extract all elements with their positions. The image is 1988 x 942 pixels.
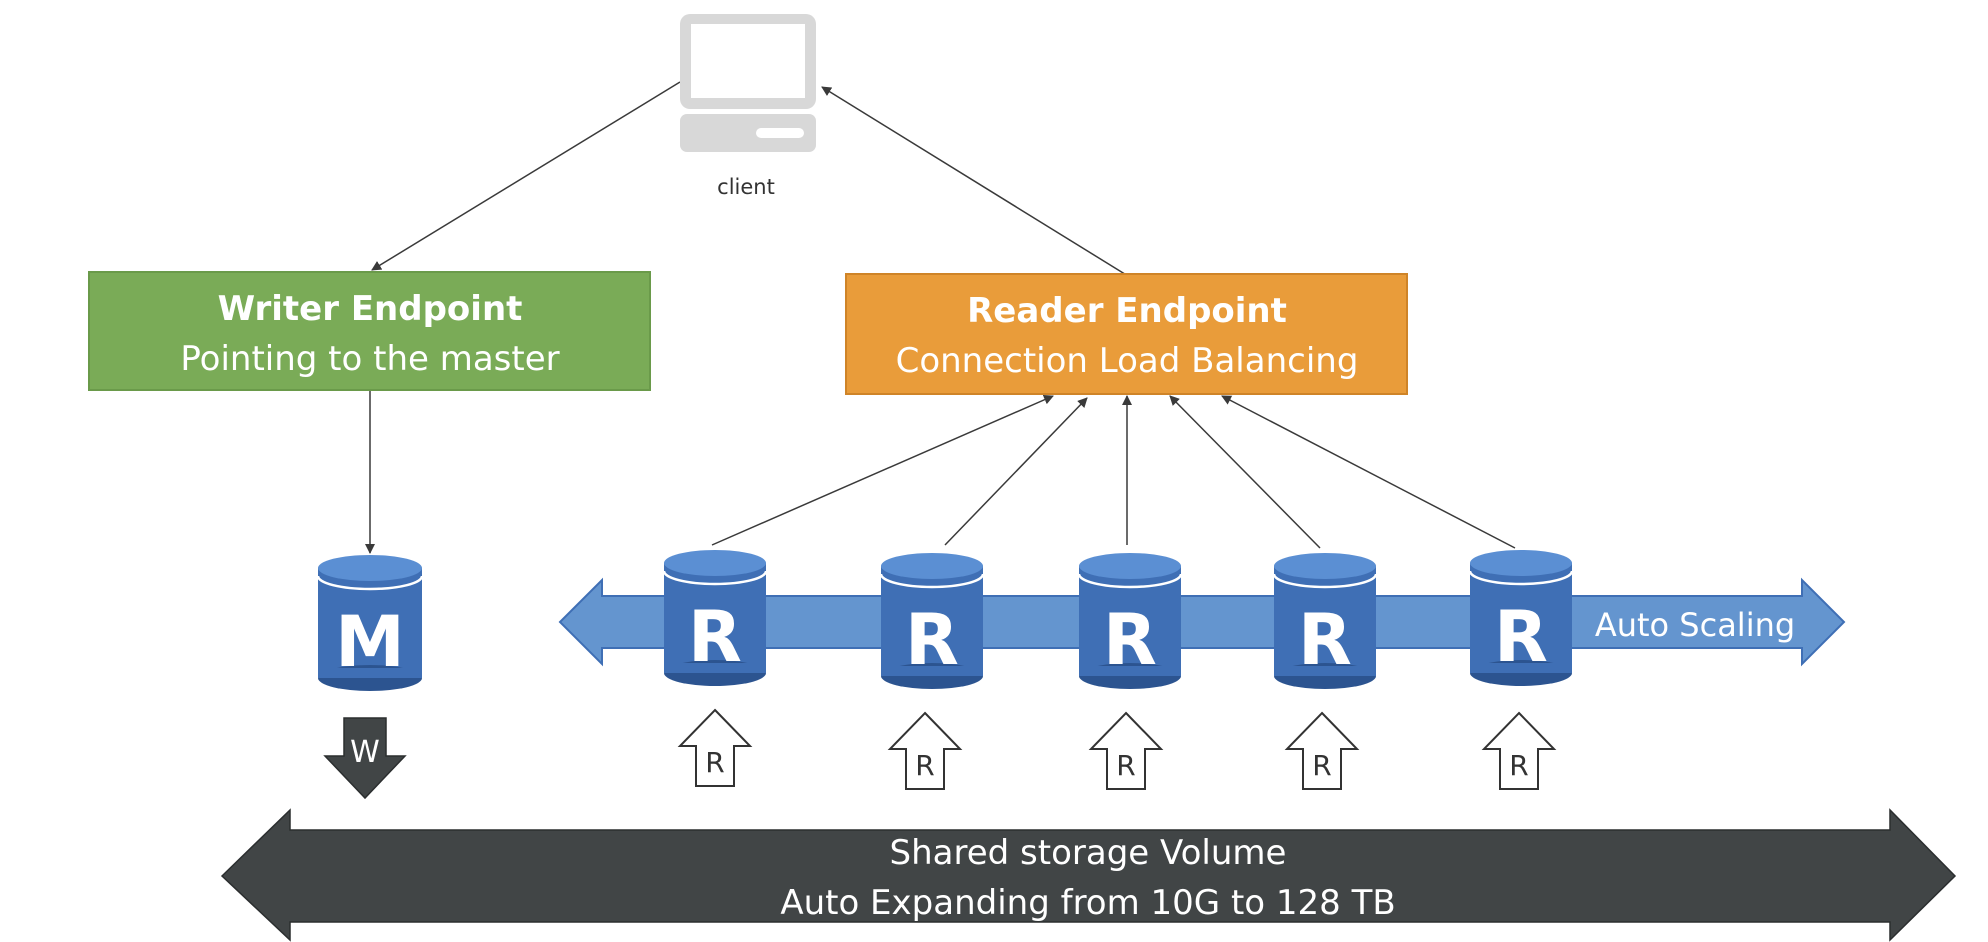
replica-2-letter: R (905, 599, 959, 681)
read-arrow-5-letter: R (1509, 749, 1528, 782)
replica-3-letter: R (1103, 599, 1157, 681)
reader-to-client-line (821, 86, 1129, 277)
read-arrow-3-icon: R (1088, 711, 1164, 790)
writer-endpoint-title: Writer Endpoint (218, 289, 523, 329)
replica-2-to-reader-line (944, 397, 1088, 546)
read-arrow-1-icon: R (677, 708, 753, 787)
read-arrow-2-letter: R (915, 749, 934, 782)
master-db-letter: M (335, 601, 405, 683)
reader-endpoint-box: Reader Endpoint Connection Load Balancin… (845, 273, 1408, 395)
shared-storage-arrow: Shared storage Volume Auto Expanding fro… (220, 808, 1957, 942)
read-arrow-5-icon: R (1481, 711, 1557, 790)
reader-endpoint-title: Reader Endpoint (967, 291, 1287, 331)
reader-endpoint-subtitle: Connection Load Balancing (896, 341, 1359, 381)
connections (365, 81, 1516, 554)
replica-1-letter: R (688, 596, 742, 678)
replica-3-database-icon: R (1077, 553, 1183, 689)
read-arrow-2-icon: R (887, 711, 963, 790)
master-database-icon: M (316, 555, 424, 691)
replica-4-letter: R (1298, 599, 1352, 681)
replica-4-to-reader-line (1169, 395, 1321, 549)
client-computer-icon: client (680, 14, 816, 199)
storage-line-1: Shared storage Volume (890, 833, 1287, 873)
write-arrow-letter: W (350, 735, 380, 770)
replica-5-to-reader-line (1221, 395, 1516, 549)
client-label: client (717, 175, 775, 199)
replica-4-database-icon: R (1272, 553, 1378, 689)
client-to-writer-line (371, 81, 681, 271)
replica-5-database-icon: R (1468, 550, 1574, 686)
read-arrow-3-letter: R (1116, 749, 1135, 782)
replica-5-letter: R (1494, 596, 1548, 678)
auto-scaling-label: Auto Scaling (1595, 606, 1795, 644)
replica-1-to-reader-line (711, 395, 1054, 546)
storage-line-2: Auto Expanding from 10G to 128 TB (780, 883, 1395, 923)
replica-1-database-icon: R (662, 550, 768, 686)
writer-endpoint-box: Writer Endpoint Pointing to the master (88, 271, 651, 391)
read-arrow-4-letter: R (1312, 749, 1331, 782)
read-arrow-4-icon: R (1284, 711, 1360, 790)
replica-2-database-icon: R (879, 553, 985, 689)
read-arrow-1-letter: R (705, 746, 724, 779)
write-arrow-icon: W (323, 717, 407, 800)
writer-endpoint-subtitle: Pointing to the master (180, 339, 559, 379)
